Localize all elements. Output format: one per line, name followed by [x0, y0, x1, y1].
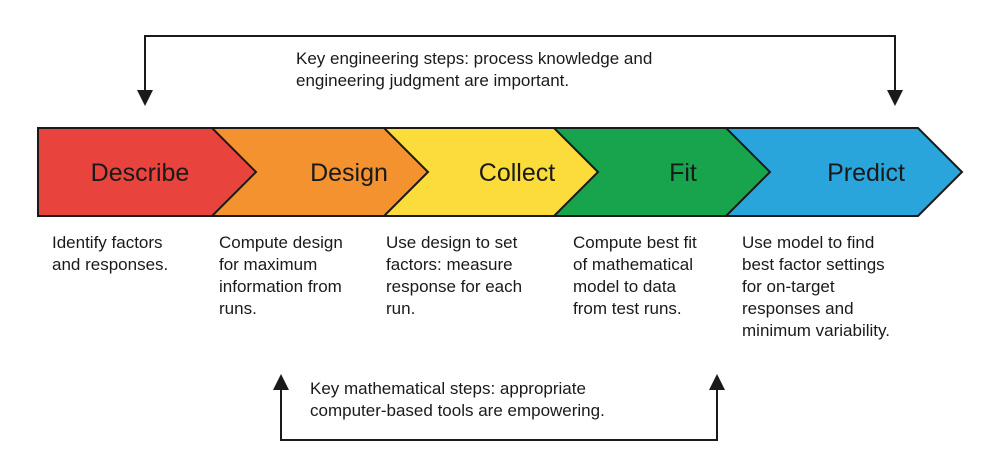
collect-label: Collect: [479, 159, 555, 187]
mathematical-note-line: Key mathematical steps: appropriate: [310, 379, 586, 398]
predict-chevron: [723, 127, 964, 217]
fit-description: Compute best fit of mathematical model t…: [573, 232, 697, 320]
chevron-row: Describe Design Collect Fit Predict: [37, 127, 964, 217]
fit-label: Fit: [669, 159, 697, 187]
description-line: run.: [386, 299, 416, 318]
engineering-arrow-left-head: [137, 90, 153, 106]
engineering-note-line: engineering judgment are important.: [296, 71, 570, 90]
description-line: from test runs.: [573, 299, 682, 318]
mathematical-note-line: computer-based tools are empowering.: [310, 401, 605, 420]
description-line: Use model to find: [742, 233, 875, 252]
description-line: model to data: [573, 277, 677, 296]
description-line: Compute design: [219, 233, 343, 252]
mathematical-arrow-right-head: [709, 374, 725, 390]
description-line: information from: [219, 277, 342, 296]
predict-description: Use model to find best factor settings f…: [742, 232, 890, 342]
engineering-arrow-right-head: [887, 90, 903, 106]
description-line: Use design to set: [386, 233, 518, 252]
description-line: Identify factors: [52, 233, 163, 252]
description-line: response for each: [386, 277, 523, 296]
engineering-note: Key engineering steps: process knowledge…: [296, 48, 652, 92]
mathematical-arrow-left-head: [273, 374, 289, 390]
mathematical-note: Key mathematical steps: appropriate comp…: [310, 378, 605, 422]
describe-description: Identify factors and responses.: [52, 232, 168, 276]
predict-label: Predict: [827, 159, 905, 187]
engineering-note-line: Key engineering steps: process knowledge…: [296, 49, 653, 68]
describe-label: Describe: [91, 159, 190, 187]
engineering-bracket: [144, 35, 896, 102]
description-line: responses and: [742, 299, 854, 318]
description-line: for maximum: [219, 255, 318, 274]
description-line: of mathematical: [573, 255, 693, 274]
design-label: Design: [310, 159, 388, 187]
description-line: runs.: [219, 299, 257, 318]
design-description: Compute design for maximum information f…: [219, 232, 343, 320]
description-line: minimum variability.: [742, 321, 890, 340]
description-line: factors: measure: [386, 255, 513, 274]
mathematical-bracket: [280, 378, 718, 441]
description-line: and responses.: [52, 255, 169, 274]
collect-description: Use design to set factors: measure respo…: [386, 232, 522, 320]
description-line: for on-target: [742, 277, 835, 296]
description-line: Compute best fit: [573, 233, 697, 252]
description-line: best factor settings: [742, 255, 885, 274]
